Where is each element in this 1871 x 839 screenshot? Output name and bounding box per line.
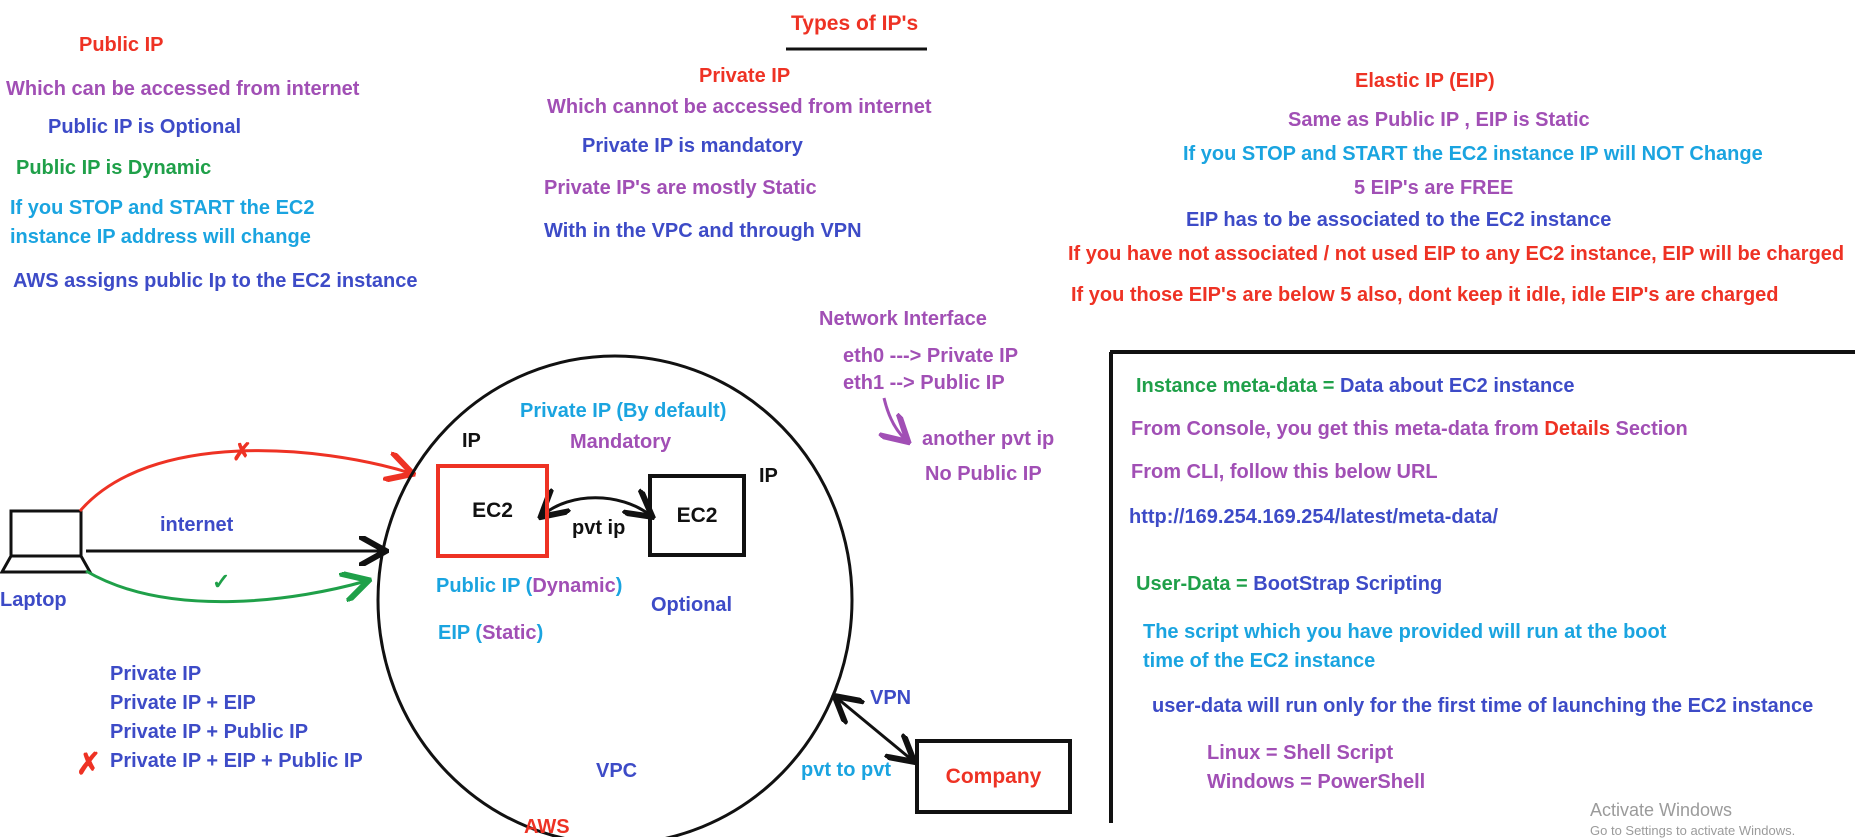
metadata-url: http://169.254.169.254/latest/meta-data/	[1129, 506, 1499, 528]
pvt-ip-label: pvt ip	[572, 517, 626, 539]
eip-line-5: If you have not associated / not used EI…	[1068, 243, 1845, 265]
private-ip-heading: Private IP	[699, 65, 791, 87]
ip-label-right: IP	[759, 465, 778, 487]
public-ip-line-4: If you STOP and START the EC2	[10, 197, 315, 219]
windows-line: Windows = PowerShell	[1207, 771, 1426, 793]
eth1-arrow	[884, 397, 906, 440]
eth0-label: eth0 ---> Private IP	[843, 345, 1019, 367]
internet-label: internet	[160, 514, 234, 536]
allowed-check-icon: ✓	[212, 569, 231, 594]
pvt-ip-arrow	[543, 498, 650, 515]
company-box: Company	[915, 739, 1072, 814]
page-title: Types of IP's	[791, 12, 919, 35]
eip-heading: Elastic IP (EIP)	[1355, 70, 1495, 92]
ec2-right-label: EC2	[676, 503, 718, 527]
private-ip-line-3: Private IP's are mostly Static	[544, 177, 817, 199]
eip-static-label: EIP (Static)	[438, 622, 544, 644]
metadata-line-2: From Console, you get this meta-data fro…	[1131, 418, 1688, 440]
ec2-left-label: EC2	[472, 499, 513, 522]
private-ip-line-2: Private IP is mandatory	[582, 135, 803, 157]
vpc-label: VPC	[596, 760, 638, 782]
ip-label-left: IP	[462, 430, 481, 452]
metadata-line-1: Instance meta-data = Data about EC2 inst…	[1136, 375, 1575, 397]
another-pvt-ip: another pvt ip	[922, 428, 1055, 450]
aws-label: AWS	[524, 816, 570, 838]
eip-line-1: Same as Public IP , EIP is Static	[1288, 109, 1590, 131]
combo-4: Private IP + EIP + Public IP	[110, 750, 363, 772]
userdata-first-time: user-data will run only for the first ti…	[1152, 695, 1814, 717]
network-interface-heading: Network Interface	[819, 308, 987, 330]
userdata-script-1: The script which you have provided will …	[1143, 621, 1667, 643]
ec2-box-left: EC2	[436, 464, 549, 558]
private-ip-line-4: With in the VPC and through VPN	[544, 220, 862, 242]
public-ip-line-6: AWS assigns public Ip to the EC2 instanc…	[13, 270, 418, 292]
metadata-line-3: From CLI, follow this below URL	[1131, 461, 1438, 483]
private-default-label: Private IP (By default)	[520, 400, 727, 422]
combo-3: Private IP + Public IP	[110, 721, 309, 743]
combo-2: Private IP + EIP	[110, 692, 256, 714]
userdata-script-2: time of the EC2 instance	[1143, 650, 1376, 672]
watermark-line-1: Activate Windows	[1590, 800, 1733, 820]
blocked-cross-icon: ✗	[232, 439, 253, 466]
public-ip-dynamic-label: Public IP (Dynamic)	[436, 575, 623, 597]
pvt-to-pvt-label: pvt to pvt	[801, 759, 891, 781]
vpn-label: VPN	[870, 687, 912, 709]
combo-1: Private IP	[110, 663, 202, 685]
eip-line-6: If you those EIP's are below 5 also, don…	[1071, 284, 1779, 306]
company-label: Company	[945, 764, 1042, 788]
eth1-label: eth1 --> Public IP	[843, 372, 1005, 394]
public-ip-line-3: Public IP is Dynamic	[16, 157, 212, 179]
laptop-label: Laptop	[0, 589, 67, 611]
private-ip-line-1: Which cannot be accessed from internet	[547, 96, 932, 118]
watermark-line-2: Go to Settings to activate Windows.	[1590, 823, 1796, 838]
optional-label: Optional	[651, 594, 733, 616]
userdata-line: User-Data = BootStrap Scripting	[1136, 573, 1443, 595]
public-ip-line-2: Public IP is Optional	[48, 116, 241, 138]
linux-line: Linux = Shell Script	[1207, 742, 1394, 764]
public-ip-line-5: instance IP address will change	[10, 226, 311, 248]
mandatory-label: Mandatory	[570, 431, 672, 453]
ec2-box-right: EC2	[648, 474, 746, 557]
public-ip-line-1: Which can be accessed from internet	[6, 78, 360, 100]
eip-line-3: 5 EIP's are FREE	[1354, 177, 1514, 199]
eip-line-4: EIP has to be associated to the EC2 inst…	[1186, 209, 1612, 231]
no-public-ip: No Public IP	[925, 463, 1042, 485]
combo-4-cross-icon: ✗	[76, 748, 102, 781]
eip-line-2: If you STOP and START the EC2 instance I…	[1183, 143, 1763, 165]
public-ip-heading: Public IP	[79, 34, 164, 56]
laptop-icon	[0, 509, 93, 574]
